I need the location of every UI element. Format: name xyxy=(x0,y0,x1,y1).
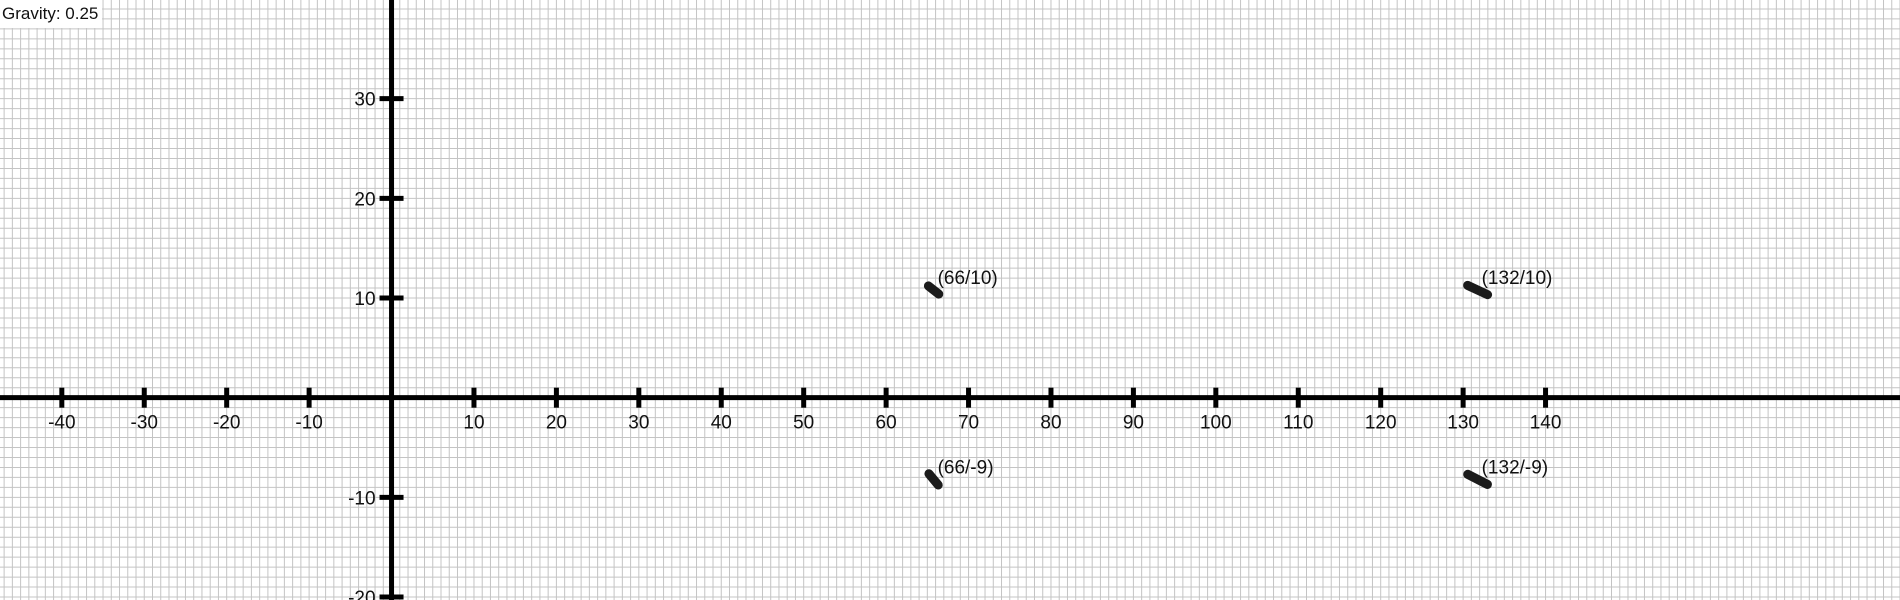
x-tick-label: 10 xyxy=(463,413,484,434)
x-tick-label: 100 xyxy=(1200,413,1232,434)
object-coordinate-label: (66/-9) xyxy=(938,457,994,478)
y-tick-label: -20 xyxy=(348,588,375,600)
y-tick-label: 20 xyxy=(354,189,375,210)
x-tick-label: 20 xyxy=(546,413,567,434)
x-tick-label: 70 xyxy=(958,413,979,434)
x-tick-label: 30 xyxy=(628,413,649,434)
x-tick-label: -40 xyxy=(48,413,75,434)
object-coordinate-label: (66/10) xyxy=(938,268,998,289)
physics-object[interactable]: (66/-9) xyxy=(924,457,994,490)
gravity-readout: Gravity: 0.25 xyxy=(0,0,103,28)
y-tick-label: 10 xyxy=(354,289,375,310)
y-tick-label: 30 xyxy=(354,90,375,111)
x-tick-label: -10 xyxy=(295,413,322,434)
physics-object[interactable]: (132/-9) xyxy=(1463,457,1549,489)
physics-object[interactable]: (132/10) xyxy=(1463,268,1553,300)
x-tick-label: -30 xyxy=(131,413,158,434)
object-coordinate-label: (132/10) xyxy=(1482,268,1553,289)
x-tick-label: 140 xyxy=(1530,413,1562,434)
x-tick-label: 80 xyxy=(1040,413,1061,434)
x-tick-label: 130 xyxy=(1447,413,1479,434)
x-tick-label: 60 xyxy=(876,413,897,434)
x-tick-label: -20 xyxy=(213,413,240,434)
object-stick[interactable] xyxy=(923,281,944,299)
x-tick-label: 50 xyxy=(793,413,814,434)
object-stick[interactable] xyxy=(1463,469,1492,489)
object-stick[interactable] xyxy=(1463,280,1493,300)
axis-ticks: -40 -30 -20 -10 10 20 30 40 50 60 70 80 90 100 110 120 1… xyxy=(48,90,1561,600)
x-tick-label: 120 xyxy=(1365,413,1397,434)
physics-object[interactable]: (66/10) xyxy=(923,268,998,299)
x-tick-label: 90 xyxy=(1123,413,1144,434)
x-tick-label: 110 xyxy=(1283,413,1313,434)
objects: (66/10) (132/10) (66/-9) (132/-9) xyxy=(923,268,1553,490)
object-coordinate-label: (132/-9) xyxy=(1482,457,1549,478)
y-tick-label: -10 xyxy=(348,488,375,509)
x-tick-label: 40 xyxy=(711,413,732,434)
object-stick[interactable] xyxy=(924,469,943,490)
